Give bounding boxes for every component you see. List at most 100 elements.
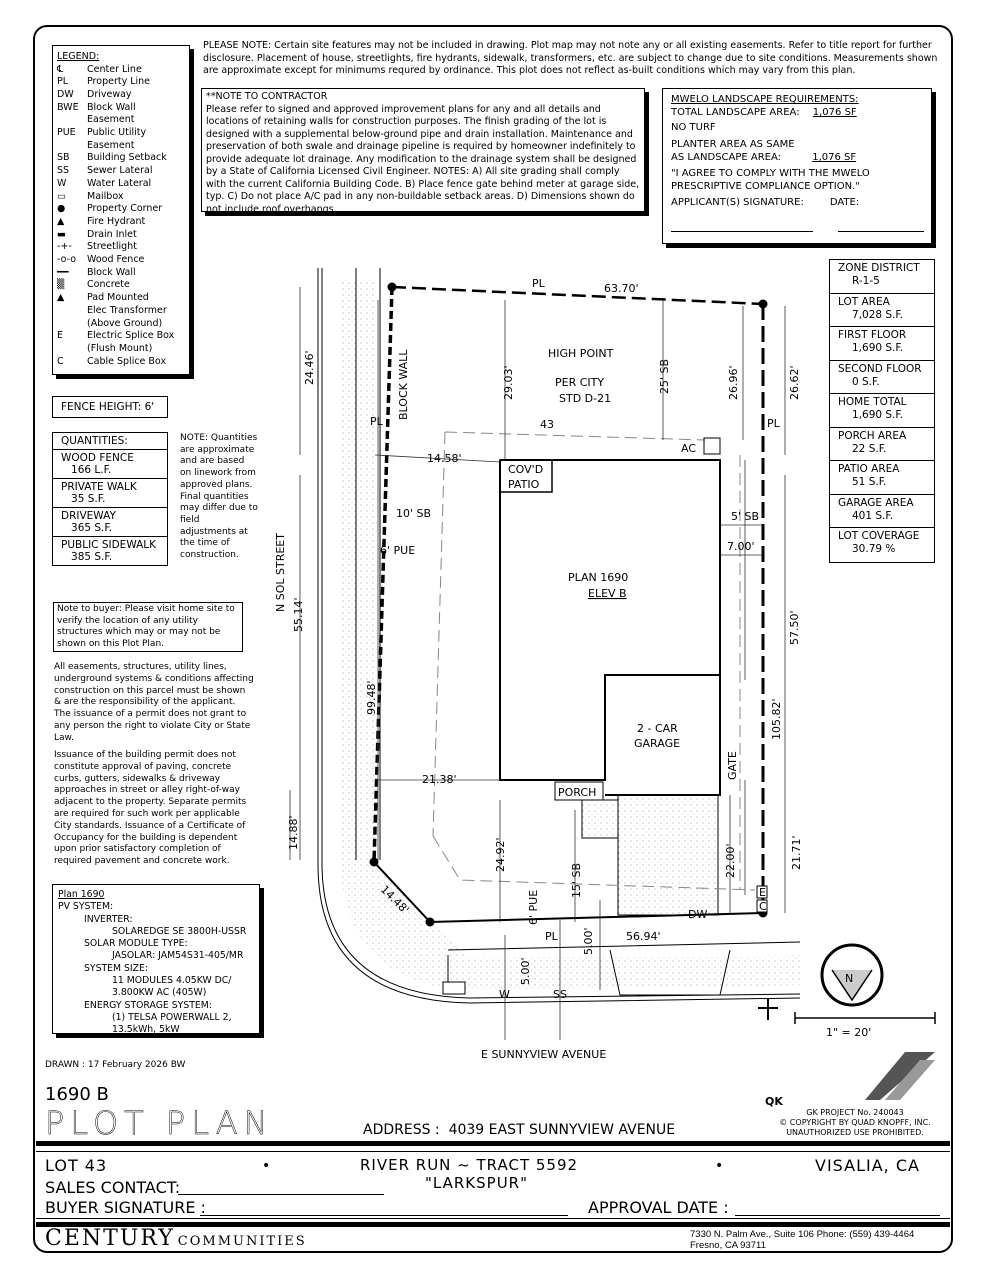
- legend-symbol-icon: ℄: [57, 63, 64, 75]
- dim-label: 7.00': [727, 540, 755, 553]
- dim-label: 22.00': [724, 843, 737, 878]
- legend-symbol-icon: W: [57, 177, 67, 189]
- date-label: DATE:: [829, 197, 860, 208]
- pv-line: 3.800KW AC (405W): [112, 987, 207, 999]
- dim-label: 15' SB: [570, 863, 583, 898]
- quantities-note: NOTE: Quantities are approximate and are…: [180, 433, 258, 561]
- sewer-lateral-label: SS: [553, 988, 567, 1001]
- garage-label: GARAGE: [634, 737, 680, 750]
- pv-line: SOLAR MODULE TYPE:: [84, 938, 188, 950]
- sheet-title: PLOT PLAN: [45, 1104, 274, 1143]
- dim-label: 5.00': [519, 957, 532, 985]
- legend-item: Elec Transformer: [57, 305, 185, 318]
- dim-label: 5.00': [582, 927, 595, 955]
- electric-splice-box: [756, 885, 768, 899]
- contractor-note-body: Please refer to signed and approved impr…: [206, 103, 640, 215]
- property-corner: [758, 299, 768, 309]
- sheet-border: [33, 25, 953, 1253]
- private-walk: [581, 799, 619, 839]
- approval-date-line[interactable]: [735, 1215, 940, 1216]
- dim-label: 5' SB: [731, 510, 759, 523]
- property-line-label: PL: [545, 930, 559, 943]
- legend-label: Sewer Lateral: [87, 165, 153, 177]
- qk-logo-text: QK: [765, 1095, 783, 1108]
- planter-label: PLANTER AREA AS SAME: [671, 139, 795, 150]
- e-box-label: E: [759, 886, 766, 899]
- scale-label: 1" = 20': [826, 1026, 871, 1039]
- pv-line: JASOLAR: JAM54S31-405/MR: [112, 950, 244, 962]
- stat-label: PORCH AREA: [838, 429, 907, 442]
- qk-info: GK PROJECT No. 240043 © COPYRIGHT BY QUA…: [770, 1108, 940, 1138]
- dim-label: 57.50': [788, 610, 801, 645]
- drawn-date: DRAWN : 17 February 2026 BW: [45, 1060, 186, 1070]
- cable-splice-box: [756, 899, 768, 913]
- dim-label: 14.58': [427, 452, 462, 465]
- total-landscape-value: 1,076 SF: [812, 107, 857, 118]
- stat-value: 1,690 S.F.: [852, 342, 904, 354]
- streetlight: [758, 998, 778, 1020]
- legend-item: Easement: [57, 114, 185, 127]
- legend-symbol-icon: DW: [57, 88, 74, 100]
- mwelo-title: MWELO LANDSCAPE REQUIREMENTS:: [671, 94, 859, 105]
- legend-symbol-icon: ▲: [57, 292, 65, 304]
- stat-value: 7,028 S.F.: [852, 308, 904, 321]
- property-line-label: PL: [767, 417, 781, 430]
- office-line: 7330 N. Palm Ave., Suite 106 Phone: (559…: [690, 1229, 915, 1240]
- buyer-signature-line[interactable]: [200, 1215, 568, 1216]
- plan-elevation: 1690 B: [45, 1084, 109, 1105]
- contractor-note-title: **NOTE TO CONTRACTOR: [206, 91, 328, 102]
- scale-bar: [794, 1012, 936, 1024]
- dim-label: 14.88': [287, 815, 300, 850]
- high-point-label: STD D-21: [559, 392, 611, 405]
- divider: [36, 1218, 950, 1219]
- legend-symbol-icon: ▲: [57, 215, 65, 227]
- setback-line: [432, 431, 756, 891]
- contractor-note: **NOTE TO CONTRACTOR Please refer to sig…: [201, 88, 645, 215]
- block-wall: [372, 286, 394, 863]
- elevation-label: ELEV B: [588, 587, 627, 600]
- dim-label: 6' PUE: [380, 544, 415, 557]
- qty-public-sidewalk: PUBLIC SIDEWALK 385 S.F.: [61, 539, 157, 563]
- approval-date-label: APPROVAL DATE :: [588, 1198, 729, 1217]
- dim-label: 25' SB: [658, 359, 671, 394]
- date-line[interactable]: [838, 231, 924, 232]
- legend-label: Center Line: [87, 63, 142, 75]
- legend-label: Drain Inlet: [87, 228, 137, 240]
- legend-symbol-icon: ●: [57, 203, 66, 215]
- pv-line: SOLAREDGE SE 3800H-USSR: [112, 925, 247, 937]
- quantities-table: QUANTITIES: WOOD FENCE 166 L.F. PRIVATE …: [52, 432, 168, 566]
- mwelo-box: MWELO LANDSCAPE REQUIREMENTS: TOTAL LAND…: [662, 88, 932, 244]
- stat-value: R-1-5: [852, 275, 880, 287]
- legend-symbol-icon: -o-o: [57, 254, 77, 266]
- house-footprint: [499, 459, 721, 796]
- stat-label: GARAGE AREA: [838, 496, 914, 509]
- legend-label: Block Wall: [87, 266, 136, 278]
- stat-label: ZONE DISTRICT: [838, 262, 920, 274]
- legend-label: Water Lateral: [87, 177, 152, 189]
- legend-item: (Above Ground): [57, 318, 185, 331]
- legend-item: ▭Mailbox: [57, 191, 185, 204]
- property-line-label: PL: [532, 277, 546, 290]
- signature-line[interactable]: [671, 231, 813, 232]
- sales-contact-line[interactable]: [178, 1194, 384, 1195]
- legend-symbol-icon: BWE: [57, 101, 79, 113]
- dim-label: 29.03': [502, 365, 515, 400]
- stat-value: 30.79 %: [852, 543, 896, 555]
- stat-value: 0 S.F.: [852, 375, 880, 388]
- dim-label: 24.92': [494, 837, 507, 872]
- legend-label: Concrete: [87, 279, 130, 291]
- legend-label: Wood Fence: [87, 254, 145, 266]
- legend-item: Easement: [57, 140, 185, 153]
- legend-label: Elec Transformer: [87, 304, 167, 316]
- gate-label: GATE: [726, 751, 739, 780]
- pv-system-box: Plan 1690 PV SYSTEM: INVERTER: SOLAREDGE…: [52, 884, 260, 1035]
- total-landscape-label: TOTAL LANDSCAPE AREA:: [671, 107, 800, 118]
- legend-symbol-icon: ▭: [57, 190, 66, 202]
